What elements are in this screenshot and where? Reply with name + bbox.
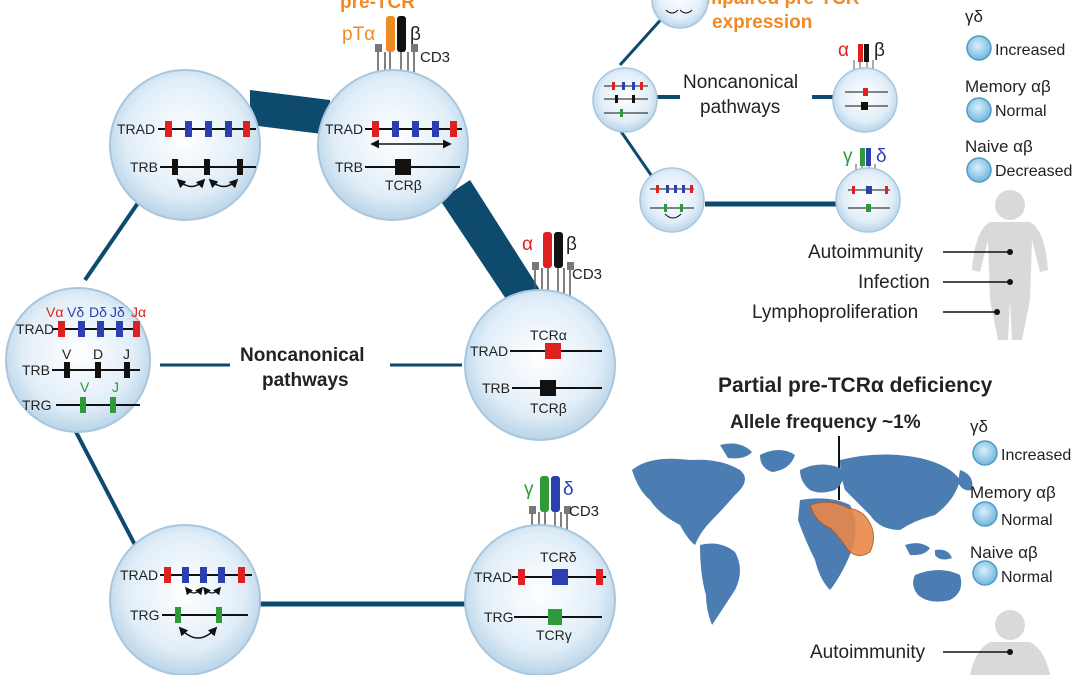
impaired-heading-line1: Impaired pre-TCR [700,0,860,9]
gamma-label: γ [524,479,534,500]
cell-alpha-beta: α β CD3 TCRα TRAD TRB TCRβ [464,232,616,441]
right-noncanonical-line1: Noncanonical [683,72,798,93]
tcr-beta-label: TCRβ [530,400,567,416]
legend-bottom-naive-state: Normal [1001,569,1053,586]
pta-label: pTα [342,24,375,45]
trb-label: TRB [22,362,50,378]
trad-label: TRAD [117,121,155,137]
legend-bottom-mem-state: Normal [1001,512,1053,529]
trb-label: TRB [335,159,363,175]
tcr-gamma-label: TCRγ [536,627,572,643]
impaired-pre-tcr-panel: Impaired pre-TCR expression Noncanonical… [592,0,901,233]
right-noncanonical-line2: pathways [700,97,780,118]
trg-label: TRG [22,397,52,413]
trb-label: TRB [130,159,158,175]
legend-top-gd-name: γδ [965,7,983,26]
phenotype-autoimmunity: Autoimmunity [808,242,924,263]
cd3-label: CD3 [572,266,602,283]
tcr-beta-label: TCRβ [385,177,422,193]
trad-label: TRAD [474,569,512,585]
j-label: J [112,379,119,395]
center-noncanonical-line1: Noncanonical [240,345,365,366]
legend-bottom-gd-name: γδ [970,417,988,436]
cell-gamma-delta: γ δ CD3 TCRδ TRAD TRG TCRγ [464,476,616,675]
d-label: D [93,346,103,362]
human-figure-top [972,190,1048,340]
legend-top-gd-state: Increased [995,42,1065,59]
world-map [632,443,973,625]
delta-label: δ [563,479,574,500]
v-alpha-label: Vα [46,304,63,320]
phenotype-infection: Infection [858,272,930,293]
legend-top-naive-state: Decreased [995,163,1072,180]
impaired-heading-line2: expression [712,12,812,33]
gamma-label-small: γ [843,146,853,167]
beta-label: β [566,234,577,255]
legend-top-mem-name: Memory αβ [965,77,1051,96]
delta-label-small: δ [876,146,887,167]
phenotype-bottom-autoimmunity: Autoimmunity [810,642,926,663]
cell-dn-trb-rearrangement: TRAD TRB [109,69,261,221]
hexagon-connectors [73,90,540,607]
tcr-alpha-label: TCRα [530,327,567,343]
cell-germline: Vα Vδ Dδ Jδ Jα TRAD V D J TRB V J TRG [5,287,151,433]
bottom-legend: γδ Increased Memory αβ Normal Naive αβ N… [970,417,1071,586]
cd3-label: CD3 [420,49,450,66]
legend-top-naive-name: Naive αβ [965,137,1033,156]
d-delta-label: Dδ [89,304,107,320]
j-alpha-label: Jα [131,304,146,320]
cd3-label: CD3 [569,503,599,520]
trad-label: TRAD [120,567,158,583]
tcr-delta-label: TCRδ [540,549,577,565]
v-label: V [62,346,72,362]
alpha-label-small: α [838,40,849,61]
highlight-region [809,501,874,556]
legend-bottom-gd-state: Increased [1001,447,1071,464]
pre-tcr-heading: pre-TCR [340,0,415,13]
partial-deficiency-title: Partial pre-TCRα deficiency [718,374,993,397]
trad-label: TRAD [470,343,508,359]
phenotype-top: Autoimmunity Infection Lymphoproliferati… [752,242,1013,323]
trad-label: TRAD [16,321,54,337]
legend-top-mem-state: Normal [995,103,1047,120]
v-delta-label: Vδ [67,304,84,320]
top-legend: γδ Increased Memory αβ Normal Naive αβ D… [965,7,1072,183]
v-label: V [80,379,90,395]
legend-bottom-mem-name: Memory αβ [970,483,1056,502]
trg-label: TRG [130,607,160,623]
beta-label-small: β [874,40,885,61]
beta-label: β [410,24,421,45]
trb-label: TRB [482,380,510,396]
trad-label: TRAD [325,121,363,137]
center-noncanonical-line2: pathways [262,370,349,391]
j-label: J [123,346,130,362]
alpha-label: α [522,234,533,255]
trg-label: TRG [484,609,514,625]
j-delta-label: Jδ [110,304,125,320]
allele-frequency: Allele frequency ~1% [730,412,921,433]
cell-pre-tcr: pre-TCR pTα β CD3 TRAD TRB TCRβ [317,0,469,221]
cell-gamma-delta-rearrangement: TRAD TRG [109,524,261,675]
human-figure-bottom [970,610,1050,675]
legend-bottom-naive-name: Naive αβ [970,543,1038,562]
phenotype-lymphoproliferation: Lymphoproliferation [752,302,918,323]
